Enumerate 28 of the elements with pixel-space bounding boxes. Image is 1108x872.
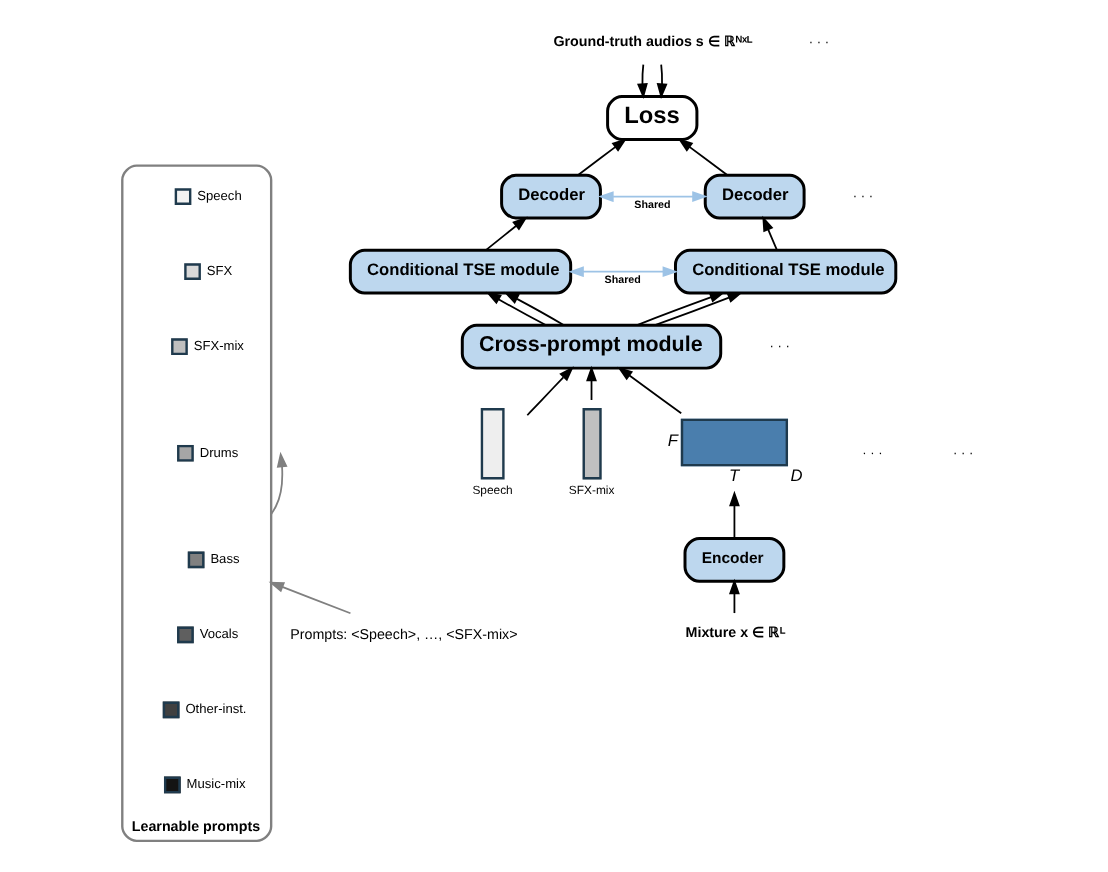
arrow [485,291,547,326]
node-label: T [729,464,740,485]
arrow [586,365,597,401]
arrow [526,366,574,417]
arrow [636,292,726,326]
arrow [270,451,288,516]
arrow [654,292,743,326]
arrow [503,291,565,326]
arrow [617,366,683,415]
arrow [677,138,729,176]
node-box: Loss [606,95,699,141]
node-label: D [790,464,803,485]
arrow [577,138,628,176]
arrow [598,191,708,203]
node-box: Conditional TSE module [348,248,573,295]
arrow [729,578,740,614]
arrow [268,581,352,615]
arrow [568,266,679,278]
node-box: Decoder [703,173,806,220]
arrow [485,216,528,251]
node-box: Decoder [500,173,602,220]
arrow [656,63,668,99]
arrow [637,63,648,99]
arrow [729,490,740,539]
node-label: F [667,429,678,450]
node-box: Conditional TSE module [674,248,898,295]
node-box: Cross-prompt module [460,323,723,370]
arrow [762,215,778,251]
